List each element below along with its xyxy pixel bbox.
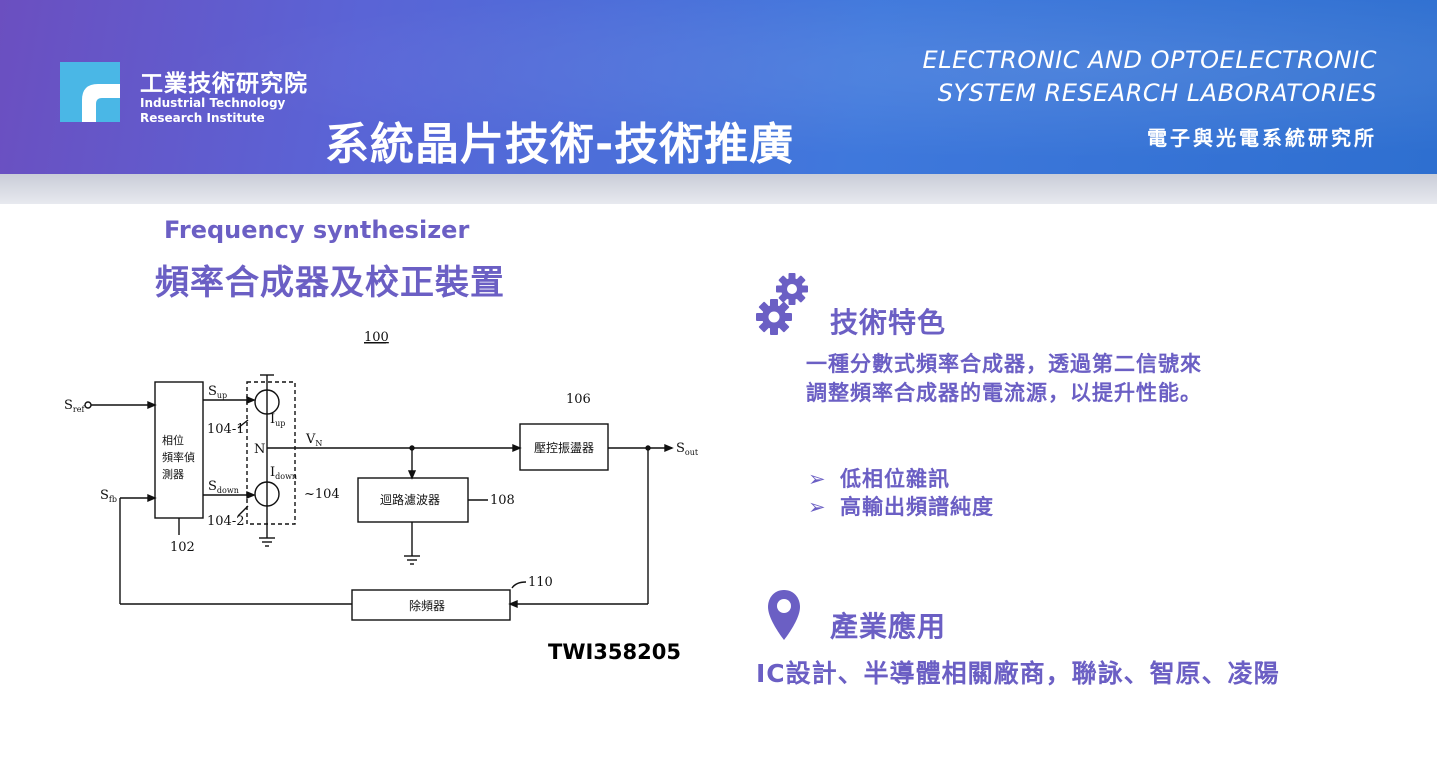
feature-item: ➢低相位雜訊 bbox=[808, 467, 950, 491]
applications-title: 產業應用 bbox=[830, 610, 947, 643]
feature-item: ➢高輸出頻譜純度 bbox=[808, 495, 994, 519]
pfd-label-line1: 相位 bbox=[162, 433, 184, 447]
label-s-down: Sdown bbox=[208, 479, 239, 495]
gear-icon bbox=[756, 273, 808, 335]
pfd-label-line3: 測器 bbox=[162, 467, 184, 481]
org-name-zh: 工業技術研究院 bbox=[140, 71, 308, 97]
tech-title-en: Frequency synthesizer bbox=[164, 216, 470, 244]
features-desc-line1: 一種分數式頻率合成器，透過第二信號來 bbox=[806, 352, 1202, 376]
label-i-down: Idown bbox=[270, 465, 297, 481]
tech-title-zh: 頻率合成器及校正裝置 bbox=[155, 263, 505, 303]
figure-number: 100 bbox=[364, 330, 389, 345]
applications-text: IC設計、半導體相關廠商，聯詠、智原、凌陽 bbox=[756, 659, 1280, 688]
loop-filter-label: 迴路濾波器 bbox=[380, 492, 440, 507]
vco-label: 壓控振盪器 bbox=[534, 440, 594, 455]
features-description: 一種分數式頻率合成器，透過第二信號來 調整頻率合成器的電流源，以提升性能。 bbox=[806, 350, 1202, 408]
label-i-up: Iup bbox=[270, 412, 285, 428]
ref-104: ~104 bbox=[304, 487, 340, 502]
label-v-n: VN bbox=[305, 432, 322, 448]
ref-110: 110 bbox=[528, 575, 553, 590]
location-pin-icon bbox=[768, 590, 800, 640]
header-subband bbox=[0, 174, 1437, 204]
ref-104-2: 104-2 bbox=[207, 514, 244, 529]
lab-name-en-line2: SYSTEM RESEARCH LABORATORIES bbox=[937, 79, 1377, 107]
label-node-n: N bbox=[254, 442, 265, 457]
divider-label: 除頻器 bbox=[409, 598, 445, 613]
patent-number: TWI358205 bbox=[548, 640, 681, 664]
org-name-en-line2: Research Institute bbox=[140, 111, 265, 125]
bullet-arrow-icon: ➢ bbox=[808, 495, 827, 519]
header-banner: 工業技術研究院 Industrial Technology Research I… bbox=[0, 0, 1437, 174]
lab-name-en-line1: ELECTRONIC AND OPTOELECTRONIC bbox=[922, 46, 1377, 74]
ref-106: 106 bbox=[566, 392, 591, 407]
features-title: 技術特色 bbox=[830, 306, 947, 339]
itri-logo bbox=[60, 62, 120, 122]
label-s-up: Sup bbox=[208, 384, 227, 400]
org-name-en-line1: Industrial Technology bbox=[140, 96, 286, 110]
label-s-ref: Sref bbox=[64, 398, 85, 414]
pfd-label-line2: 頻率偵 bbox=[162, 450, 195, 464]
features-desc-line2: 調整頻率合成器的電流源，以提升性能。 bbox=[806, 381, 1202, 405]
ref-102: 102 bbox=[170, 540, 195, 555]
ref-104-1: 104-1 bbox=[207, 422, 244, 437]
circuit-diagram: 100 Sref Sfb Sup Sdown Iup Idown N VN So… bbox=[64, 330, 699, 621]
lab-name-zh: 電子與光電系統研究所 bbox=[1147, 126, 1377, 150]
ref-108: 108 bbox=[490, 493, 515, 508]
page-title: 系統晶片技術-技術推廣 bbox=[325, 119, 795, 170]
bullet-arrow-icon: ➢ bbox=[808, 467, 827, 491]
label-s-fb: Sfb bbox=[100, 488, 117, 504]
label-s-out: Sout bbox=[676, 441, 699, 457]
